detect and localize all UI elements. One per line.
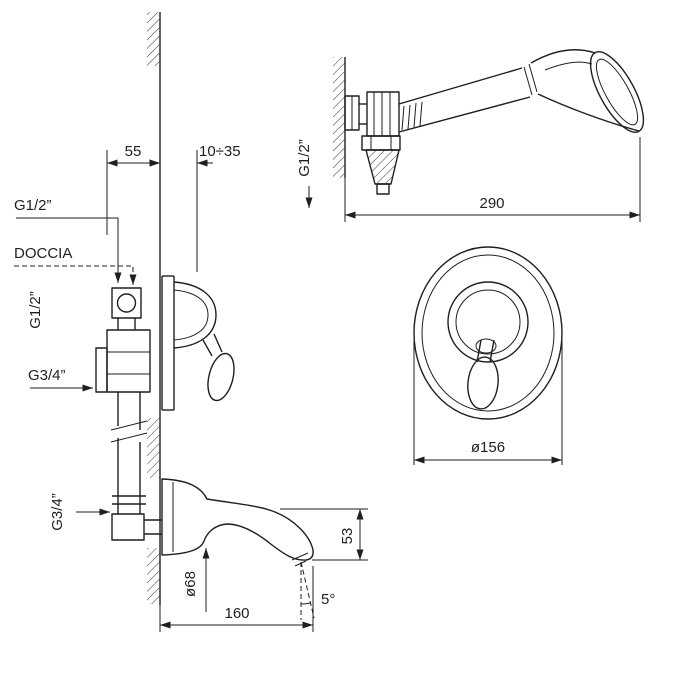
- holder-nut-ribs: [373, 92, 391, 136]
- holder-nut: [366, 91, 400, 137]
- trim-ring-outer: [447, 281, 529, 363]
- handle-bottom-edge: [398, 96, 531, 133]
- angle-arc: [300, 602, 311, 605]
- front-view-dimensions: [413, 341, 563, 465]
- leader-doccia: [14, 265, 137, 285]
- rough-in-body: [106, 329, 151, 393]
- outlet-rim: [291, 552, 309, 561]
- angle-tilt-line: [300, 561, 315, 619]
- angle-5-label: 5°: [321, 591, 335, 608]
- g34-spout-label: G3/4”: [49, 493, 66, 531]
- handle-ribs: [401, 101, 423, 131]
- cartridge-cap-inner: [173, 289, 209, 341]
- handle-top-edge: [398, 67, 523, 105]
- escutcheon-inner: [421, 254, 555, 412]
- leader-g12-top: [16, 217, 122, 283]
- handle-neck: [202, 339, 213, 357]
- shower-outlet-port: [116, 293, 137, 313]
- dim-160-label: 160: [224, 605, 249, 622]
- hand-shower-view: [305, 49, 645, 222]
- handle-neck: [213, 333, 223, 353]
- cartridge-cap: [173, 281, 217, 349]
- hose-nut: [361, 135, 401, 151]
- g34-inlet-label: G3/4”: [28, 367, 66, 384]
- front-view: [413, 246, 563, 465]
- left-leaders: [14, 217, 137, 516]
- labels: 55 10÷35 G1/2” DOCCIA G1/2” G3/4” G3/4” …: [14, 139, 505, 622]
- pipe-break-mark: [110, 420, 148, 431]
- g12-riser-label: G1/2”: [27, 291, 44, 329]
- g12-hose-label: G1/2”: [296, 139, 313, 177]
- neck-ring: [528, 63, 538, 93]
- lever-handle-front: [467, 338, 499, 410]
- lever-handle-side: [202, 333, 235, 402]
- dim-290-label: 290: [479, 195, 504, 212]
- tub-spout: [161, 478, 314, 567]
- g12-top-label: G1/2”: [14, 197, 52, 214]
- mixer-side-view: [95, 275, 235, 411]
- spout-profile: [161, 478, 314, 561]
- inlet-boss: [95, 347, 108, 393]
- hose-cone: [365, 149, 400, 185]
- dia-68-label: ø68: [182, 571, 199, 597]
- neck-ring: [523, 66, 533, 96]
- handle-grip: [467, 356, 499, 410]
- shower-dimensions: [305, 137, 641, 222]
- head-detail-line: [544, 61, 593, 71]
- spray-face-outer: [589, 51, 645, 133]
- escutcheon-outer: [413, 246, 563, 420]
- doccia-label: DOCCIA: [14, 245, 72, 262]
- wall-hatch-top: [147, 12, 160, 66]
- dia-156-label: ø156: [471, 439, 505, 456]
- head-top-edge: [530, 49, 596, 64]
- shower-outlet-fitting: [111, 287, 142, 319]
- handle-hub: [475, 338, 497, 354]
- hand-shower: [398, 49, 645, 133]
- dim-55-label: 55: [125, 143, 142, 160]
- elbow-fitting: [111, 513, 145, 541]
- wall-hatch: [333, 57, 345, 178]
- handle-grip: [207, 352, 235, 402]
- bottom-dimensions: [159, 508, 368, 632]
- head-bottom-edge: [537, 93, 640, 132]
- dim-10-35-label: 10÷35: [199, 143, 241, 160]
- shower-wall-section: [333, 57, 346, 178]
- spout-supply-pipe: [110, 392, 162, 541]
- wall-hatch-bottom: [147, 548, 160, 604]
- wall-hatch-mid: [147, 418, 160, 478]
- pipe-break-mark: [110, 432, 148, 443]
- side-view: [14, 12, 368, 632]
- dim-53-label: 53: [339, 528, 356, 545]
- wall-union: [344, 91, 400, 137]
- hose-tail: [376, 183, 390, 195]
- top-dimensions: [106, 150, 213, 272]
- trim-ring-inner: [455, 289, 521, 355]
- wall-section: [147, 12, 161, 605]
- spray-face-inner: [595, 58, 639, 126]
- handle-stem: [476, 339, 482, 363]
- hose-connection: [361, 135, 401, 195]
